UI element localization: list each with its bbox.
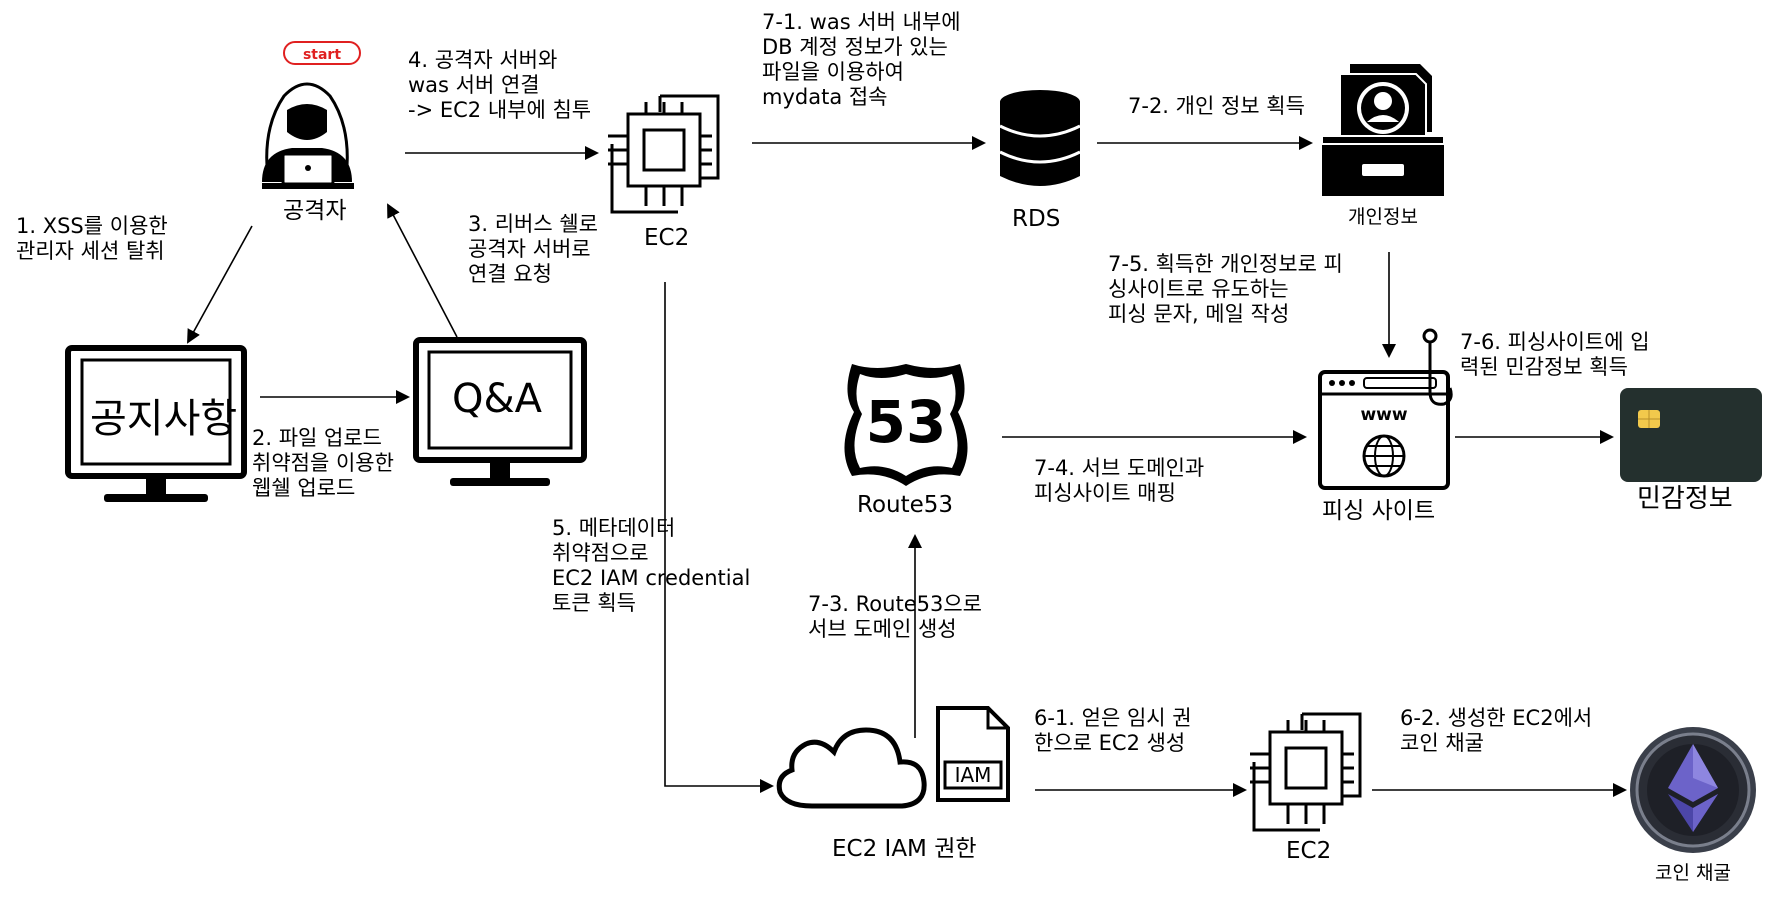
notice-monitor-icon: [65, 345, 247, 502]
coin-mining-label: 코인 채굴: [1655, 862, 1731, 884]
sensitive-card-icon: [1620, 388, 1762, 482]
ec2-chip-icon-bottom: [1250, 712, 1362, 832]
hacker-icon: [262, 82, 354, 189]
start-badge: start: [283, 41, 361, 65]
route53-label: Route53: [857, 492, 954, 518]
arrow-attacker-to-notice: [187, 225, 253, 344]
route53-shield-icon: [844, 364, 968, 486]
iam-document-icon: [936, 706, 1010, 802]
iam-doc-label: IAM: [955, 763, 992, 787]
notice-screen-text: 공지사항: [90, 396, 238, 442]
ec2-top-label: EC2: [644, 225, 690, 251]
ec2-chip-icon-top: [608, 94, 720, 214]
www-label: www: [1360, 405, 1407, 425]
cloud-icon: [776, 727, 927, 809]
route53-number: 53: [866, 388, 947, 456]
qa-monitor-icon: [413, 337, 587, 486]
rds-label: RDS: [1012, 206, 1061, 232]
step-7-2-label: 7-2. 개인 정보 획득: [1128, 94, 1305, 118]
sensitive-info-label: 민감정보: [1637, 484, 1733, 514]
attacker-label: 공격자: [283, 198, 347, 224]
phishing-site-icon: [1318, 328, 1453, 490]
qa-screen-text: Q&A: [452, 376, 543, 422]
arrow-qa-to-attacker: [387, 203, 458, 338]
arrow-ec2-to-iam: [664, 282, 774, 793]
ec2-iam-label: EC2 IAM 권한: [832, 836, 977, 862]
ec2-bottom-label: EC2: [1286, 838, 1332, 864]
ethereum-coin-icon: [1630, 727, 1756, 853]
rds-database-icon: [999, 90, 1081, 186]
phishing-site-label: 피싱 사이트: [1322, 498, 1436, 524]
personal-info-label: 개인정보: [1348, 206, 1418, 228]
personal-info-icon: [1321, 64, 1445, 196]
